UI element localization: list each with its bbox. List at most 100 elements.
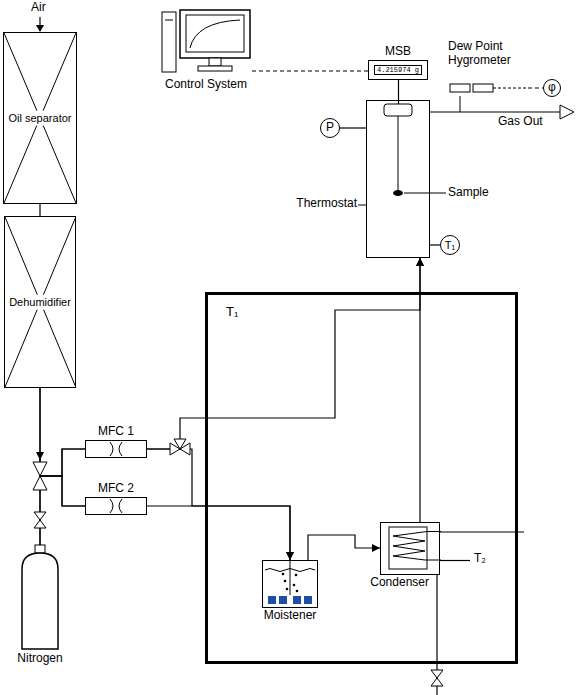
- node-value: 4.215974 g: [374, 65, 422, 75]
- drawing-stroke: [398, 116, 399, 191]
- moistener-vessel-drawing: [263, 561, 317, 607]
- node-label: MFC 1: [98, 425, 134, 439]
- temperature-zone: T₁ Moistener Condenser: [205, 292, 518, 664]
- flow-arrowhead: [36, 452, 44, 460]
- sensor-circle: φ: [543, 79, 561, 97]
- node-label: Dew Point Hygrometer: [448, 40, 528, 68]
- node-label: MSB: [385, 45, 411, 59]
- filter-box: Oil separator: [3, 32, 77, 204]
- gas-pipe: [40, 476, 85, 545]
- flow-controller-drawing: [86, 441, 146, 457]
- computer-node: Control System: [160, 8, 252, 76]
- sensor-circle: T₁: [440, 235, 460, 255]
- flow-controller: MFC 1: [85, 440, 147, 458]
- node-label: MFC 2: [98, 482, 134, 496]
- gas-pipe: [147, 506, 290, 560]
- coolant-line: [440, 531, 524, 532]
- leader-line: [404, 193, 446, 194]
- drawing-stroke: [268, 596, 276, 604]
- part-label: T₂: [474, 552, 486, 566]
- air-arrowhead: [36, 25, 44, 32]
- gas-pipe: [147, 449, 290, 560]
- part-label: Air: [31, 1, 46, 15]
- drawing-stroke: [110, 499, 122, 513]
- drawing-stroke: [393, 190, 403, 196]
- gas-outlet: [430, 111, 560, 112]
- node-label: T₁: [226, 305, 238, 320]
- drain-valve: [431, 670, 443, 678]
- sensor-circle: P: [320, 118, 340, 138]
- part-label: Sample: [448, 186, 489, 200]
- drawing-stroke: [279, 596, 287, 604]
- signal-line: [528, 87, 543, 88]
- gas-pipe: [308, 535, 380, 560]
- hygrometer-node: Dew Point Hygrometer: [448, 40, 528, 96]
- drawing-stroke: [304, 596, 312, 604]
- drawing-stroke: [198, 66, 232, 71]
- drawing-stroke: [5, 217, 76, 387]
- flow-controller: MFC 2: [85, 497, 147, 515]
- valve-symbol: [33, 476, 47, 490]
- drawing-stroke: [4, 33, 76, 203]
- gas-pipe: [147, 258, 420, 449]
- node-label: Condenser: [370, 576, 429, 590]
- flow-controller-drawing: [86, 498, 146, 514]
- node-label: Nitrogen: [17, 652, 62, 666]
- drawing-stroke: [110, 442, 122, 456]
- node-label: Control System: [165, 78, 247, 92]
- drawing-stroke: [384, 104, 412, 116]
- drawing-stroke: [427, 560, 441, 561]
- three-way-valve: [174, 439, 186, 449]
- node-label: Dehumidifier: [8, 295, 72, 310]
- node-label: Moistener: [264, 609, 317, 623]
- drawing-stroke: [186, 15, 244, 52]
- drawing-stroke: [4, 33, 76, 203]
- drawing-stroke: [293, 596, 301, 604]
- drawing-stroke: [190, 20, 240, 48]
- valve-symbol: [34, 512, 46, 520]
- valve-symbol: [33, 462, 47, 476]
- drawing-stroke: [427, 531, 441, 532]
- drawing-stroke: [296, 590, 299, 593]
- coolant-line: [440, 560, 470, 561]
- node-label: Thermostat: [296, 197, 357, 211]
- part-label: Gas Out: [498, 115, 543, 129]
- drawing-stroke: [286, 588, 289, 591]
- condenser-box-drawing: [381, 523, 439, 574]
- node-label: T₁: [445, 239, 455, 252]
- drawing-stroke: [389, 527, 427, 569]
- drawing-stroke: [165, 20, 173, 21]
- node-label: P: [326, 121, 334, 135]
- condenser-box: Condenser: [380, 522, 440, 575]
- balance-box: MSB4.215974 g: [368, 60, 428, 80]
- gas-pipe: [39, 204, 40, 216]
- drawing-stroke: [493, 88, 528, 89]
- outlet-arrowhead: [560, 105, 574, 119]
- leader-line: [358, 205, 366, 206]
- thermostat-tube-drawing: [367, 101, 429, 257]
- drawing-stroke: [22, 553, 58, 649]
- drawing-stroke: [473, 84, 493, 92]
- drawing-stroke: [162, 12, 176, 72]
- gas-cylinder-drawing: [20, 545, 60, 650]
- gas-pipe: [340, 127, 366, 128]
- drawing-stroke: [290, 561, 291, 595]
- thermostat-tube: Thermostat: [366, 100, 430, 258]
- node-label: Oil separator: [7, 111, 72, 126]
- computer-node-drawing: [160, 8, 252, 76]
- drawing-stroke: [209, 58, 221, 66]
- drawing-stroke: [295, 574, 298, 577]
- gas-pipe: [419, 258, 420, 522]
- gas-cylinder: Nitrogen: [20, 545, 60, 650]
- valve-symbol: [34, 520, 46, 528]
- drawing-stroke: [393, 532, 427, 561]
- moistener-vessel: Moistener: [262, 560, 318, 608]
- drawing-stroke: [450, 84, 470, 92]
- filter-box: Dehumidifier: [4, 216, 77, 388]
- drawing-stroke: [282, 573, 285, 576]
- drawing-stroke: [293, 584, 296, 587]
- drawing-stroke: [284, 580, 287, 583]
- gas-pipe: [430, 244, 440, 245]
- drawing-stroke: [5, 217, 76, 387]
- drawing-stroke: [180, 10, 250, 58]
